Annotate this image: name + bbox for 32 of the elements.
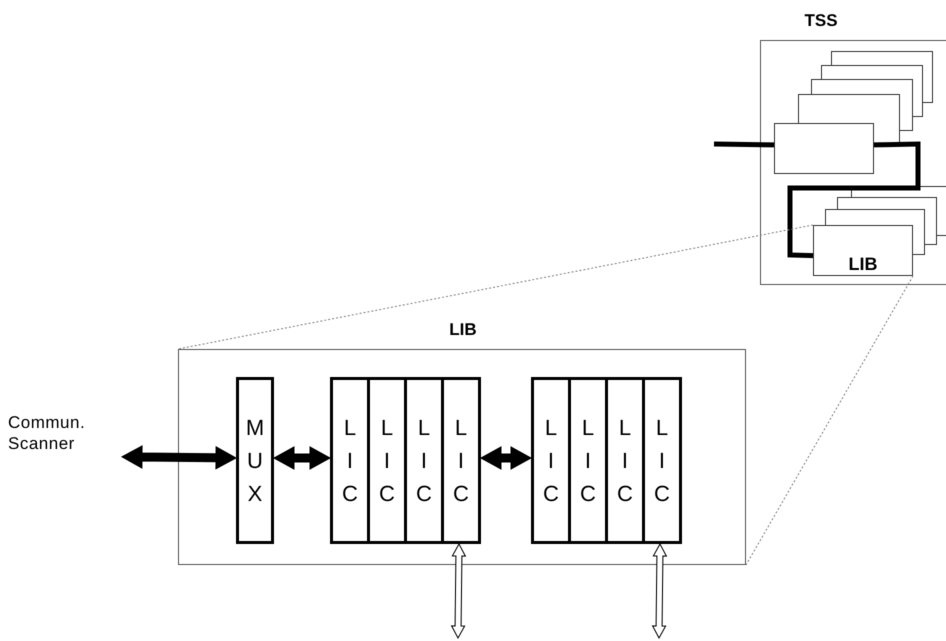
scanner-label: Commun. Scanner	[8, 412, 86, 454]
double-arrow	[272, 446, 332, 470]
double-arrow	[480, 446, 532, 470]
frame-title: LIB	[448, 320, 478, 340]
hollow-double-arrow	[652, 542, 668, 640]
card-slot	[605, 377, 645, 544]
card-label: LIC	[654, 414, 670, 508]
card-slot	[330, 377, 370, 544]
card-label: LIC	[543, 414, 559, 508]
card-slot	[367, 377, 407, 544]
card-slot	[531, 377, 571, 544]
signal-line	[788, 141, 920, 258]
zoom-line	[746, 276, 914, 566]
card-slot	[404, 377, 444, 544]
card-slot	[568, 377, 608, 544]
signal-line	[714, 142, 774, 148]
card-label: LIC	[617, 414, 633, 508]
board-box	[813, 225, 913, 276]
double-arrow	[120, 445, 238, 470]
card-label: LIC	[453, 414, 469, 508]
hollow-double-arrow	[450, 542, 466, 640]
card-label: LIC	[580, 414, 596, 508]
card-label: LIC	[379, 414, 395, 508]
card-label: LIC	[416, 414, 432, 508]
card-label: LIC	[342, 414, 358, 508]
card-slot	[642, 377, 682, 544]
card-slot	[441, 377, 481, 544]
board-label: LIB	[848, 255, 878, 273]
zoom-line	[178, 224, 814, 350]
card-label: MUX	[246, 414, 264, 508]
frame-title: TSS	[803, 11, 839, 31]
card-slot	[236, 377, 274, 544]
